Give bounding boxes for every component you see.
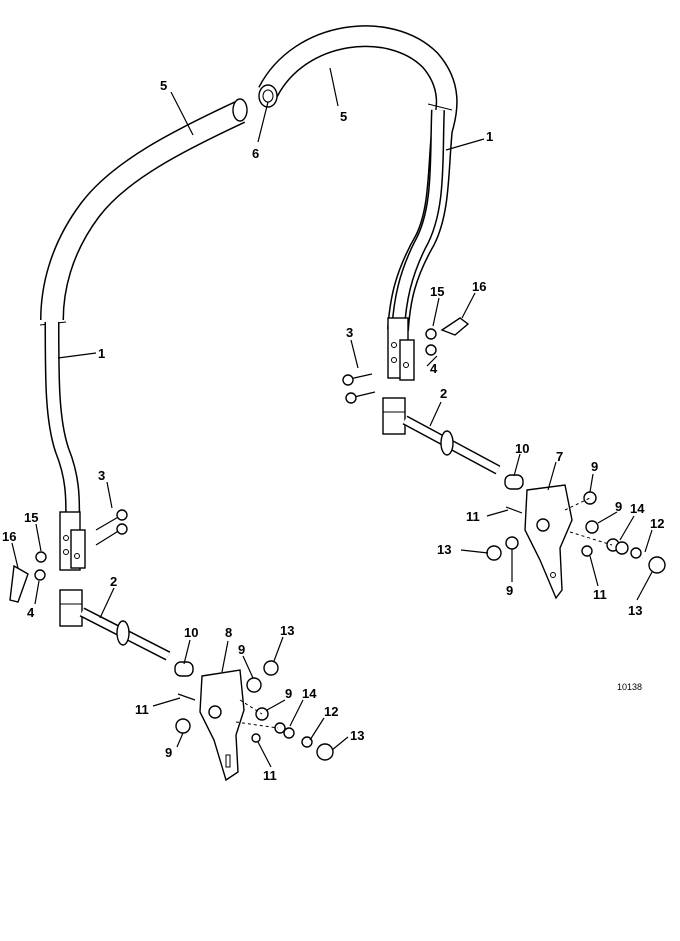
callout-11: 11	[263, 768, 277, 783]
callout-11: 11	[466, 509, 480, 524]
callout-9: 9	[591, 459, 598, 474]
callout-8: 8	[225, 625, 232, 640]
hardware-left	[9, 509, 334, 761]
callout-1: 1	[486, 129, 493, 144]
bushing-left	[174, 661, 194, 677]
callout-6: 6	[252, 146, 259, 161]
lower-mount-block-right	[382, 397, 406, 435]
callout-7: 7	[556, 449, 563, 464]
callout-16: 16	[2, 529, 16, 544]
hardware-right	[342, 317, 666, 574]
leader-lines	[11, 67, 653, 768]
callout-3: 3	[346, 325, 353, 340]
callout-14: 14	[630, 501, 645, 516]
callout-10: 10	[184, 625, 198, 640]
callout-2: 2	[440, 386, 447, 401]
bushing-right	[504, 474, 524, 490]
upper-bracket-right	[387, 317, 415, 381]
callout-11: 11	[135, 702, 149, 717]
callout-12: 12	[324, 704, 338, 719]
callout-13: 13	[437, 542, 451, 557]
callout-2: 2	[110, 574, 117, 589]
callout-16: 16	[472, 279, 486, 294]
figure-reference-number: 10138	[617, 682, 642, 692]
callout-14: 14	[302, 686, 317, 701]
callout-4: 4	[27, 605, 35, 620]
pivot-shaft-left	[79, 607, 171, 661]
upper-bracket-left	[59, 511, 86, 571]
callout-9: 9	[165, 745, 172, 760]
lower-mount-block-left	[59, 589, 83, 627]
callout-1: 1	[98, 346, 105, 361]
callout-15: 15	[24, 510, 38, 525]
latch-plate-left	[199, 669, 245, 782]
callout-10: 10	[515, 441, 529, 456]
callout-13: 13	[628, 603, 642, 618]
callout-13: 13	[280, 623, 294, 638]
roll-bar-tube-left	[39, 98, 248, 536]
callout-9: 9	[285, 686, 292, 701]
callout-9: 9	[238, 642, 245, 657]
callout-13: 13	[350, 728, 364, 743]
callout-4: 4	[430, 361, 438, 376]
callout-labels: 5 5 6 1 1 15 16 3 4 2 10 7 9 9 11 14 12 …	[2, 78, 664, 783]
callout-12: 12	[650, 516, 664, 531]
callout-9: 9	[615, 499, 622, 514]
callout-15: 15	[430, 284, 444, 299]
callout-5: 5	[340, 109, 347, 124]
callout-3: 3	[98, 468, 105, 483]
roll-bar-tube-right	[258, 25, 458, 331]
pivot-shaft-right	[402, 415, 501, 475]
callout-11: 11	[593, 587, 607, 602]
latch-plate-right	[524, 484, 573, 600]
callout-5: 5	[160, 78, 167, 93]
callout-9: 9	[506, 583, 513, 598]
